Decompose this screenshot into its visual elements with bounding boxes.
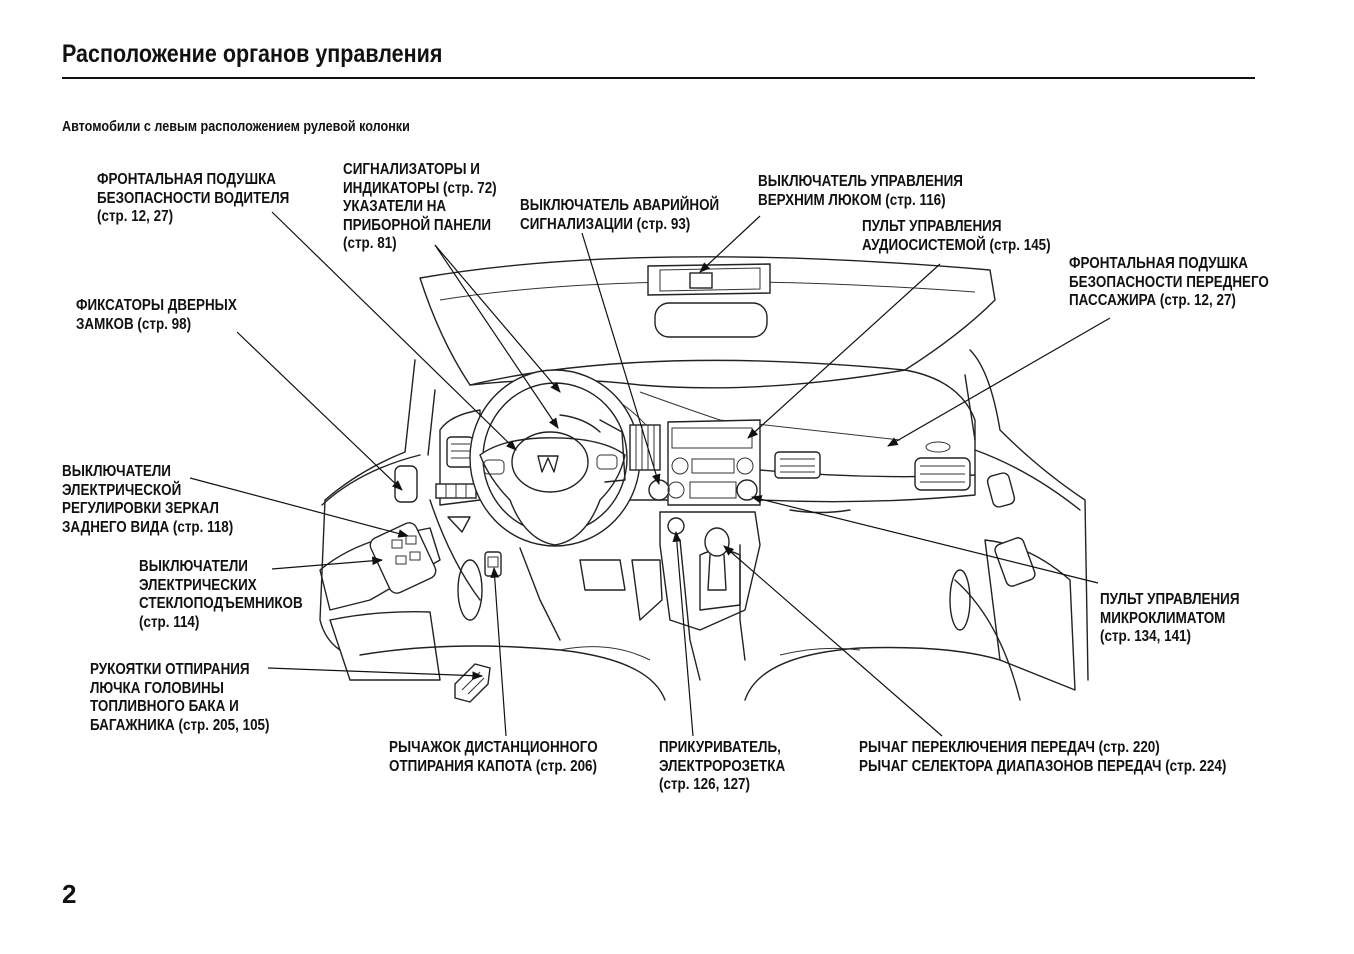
center-stack-outline — [629, 419, 761, 506]
label-mirror-switches: ВЫКЛЮЧАТЕЛИ ЭЛЕКТРИЧЕСКОЙ РЕГУЛИРОВКИ ЗЕ… — [62, 463, 234, 536]
right-door-outline — [954, 349, 1089, 701]
page-title: Расположение органов управления — [62, 40, 443, 68]
leader-lines — [189, 211, 1111, 737]
label-driver-airbag: ФРОНТАЛЬНАЯ ПОДУШКА БЕЗОПАСНОСТИ ВОДИТЕЛ… — [97, 171, 290, 225]
label-passenger-airbag: ФРОНТАЛЬНАЯ ПОДУШКА БЕЗОПАСНОСТИ ПЕРЕДНЕ… — [1069, 255, 1269, 309]
label-door-locks: ФИКСАТОРЫ ДВЕРНЫХ ЗАМКОВ (стр. 98) — [76, 297, 237, 333]
label-shift-lever: РЫЧАГ ПЕРЕКЛЮЧЕНИЯ ПЕРЕДАЧ (стр. 220) РЫ… — [859, 739, 1227, 775]
label-hazard-switch: ВЫКЛЮЧАТЕЛЬ АВАРИЙНОЙ СИГНАЛИЗАЦИИ (стр.… — [520, 197, 720, 233]
dashboard-outline — [469, 369, 976, 514]
page-number: 2 — [62, 879, 77, 909]
label-moonroof-switch: ВЫКЛЮЧАТЕЛЬ УПРАВЛЕНИЯ ВЕРХНИМ ЛЮКОМ (ст… — [758, 173, 963, 209]
footwell-outline — [457, 547, 971, 641]
label-hood-release: РЫЧАЖОК ДИСТАНЦИОННОГО ОТПИРАНИЯ КАПОТА … — [389, 739, 598, 775]
fuel-trunk-release-handles — [454, 663, 491, 703]
label-fuel-trunk-release: РУКОЯТКИ ОТПИРАНИЯ ЛЮЧКА ГОЛОВИНЫ ТОПЛИВ… — [90, 661, 270, 734]
label-window-switches: ВЫКЛЮЧАТЕЛИ ЭЛЕКТРИЧЕСКИХ СТЕКЛОПОДЪЕМНИ… — [139, 558, 303, 631]
page-subtitle: Автомобили с левым расположением рулевой… — [62, 118, 410, 135]
windshield-outline — [419, 256, 996, 386]
label-cigarette-lighter: ПРИКУРИВАТЕЛЬ, ЭЛЕКТРОРОЗЕТКА (стр. 126,… — [659, 739, 786, 793]
label-climate-panel: ПУЛЬТ УПРАВЛЕНИЯ МИКРОКЛИМАТОМ (стр. 134… — [1100, 591, 1240, 645]
label-indicators-gauges: СИГНАЛИЗАТОРЫ И ИНДИКАТОРЫ (стр. 72) УКА… — [343, 161, 497, 252]
seats-outline — [359, 645, 1001, 701]
steering-wheel — [469, 369, 641, 547]
title-rule — [62, 77, 1255, 79]
left-door-outline — [319, 359, 441, 681]
center-console-outline — [659, 511, 761, 681]
label-audio-panel: ПУЛЬТ УПРАВЛЕНИЯ АУДИОСИСТЕМОЙ (стр. 145… — [862, 218, 1051, 254]
